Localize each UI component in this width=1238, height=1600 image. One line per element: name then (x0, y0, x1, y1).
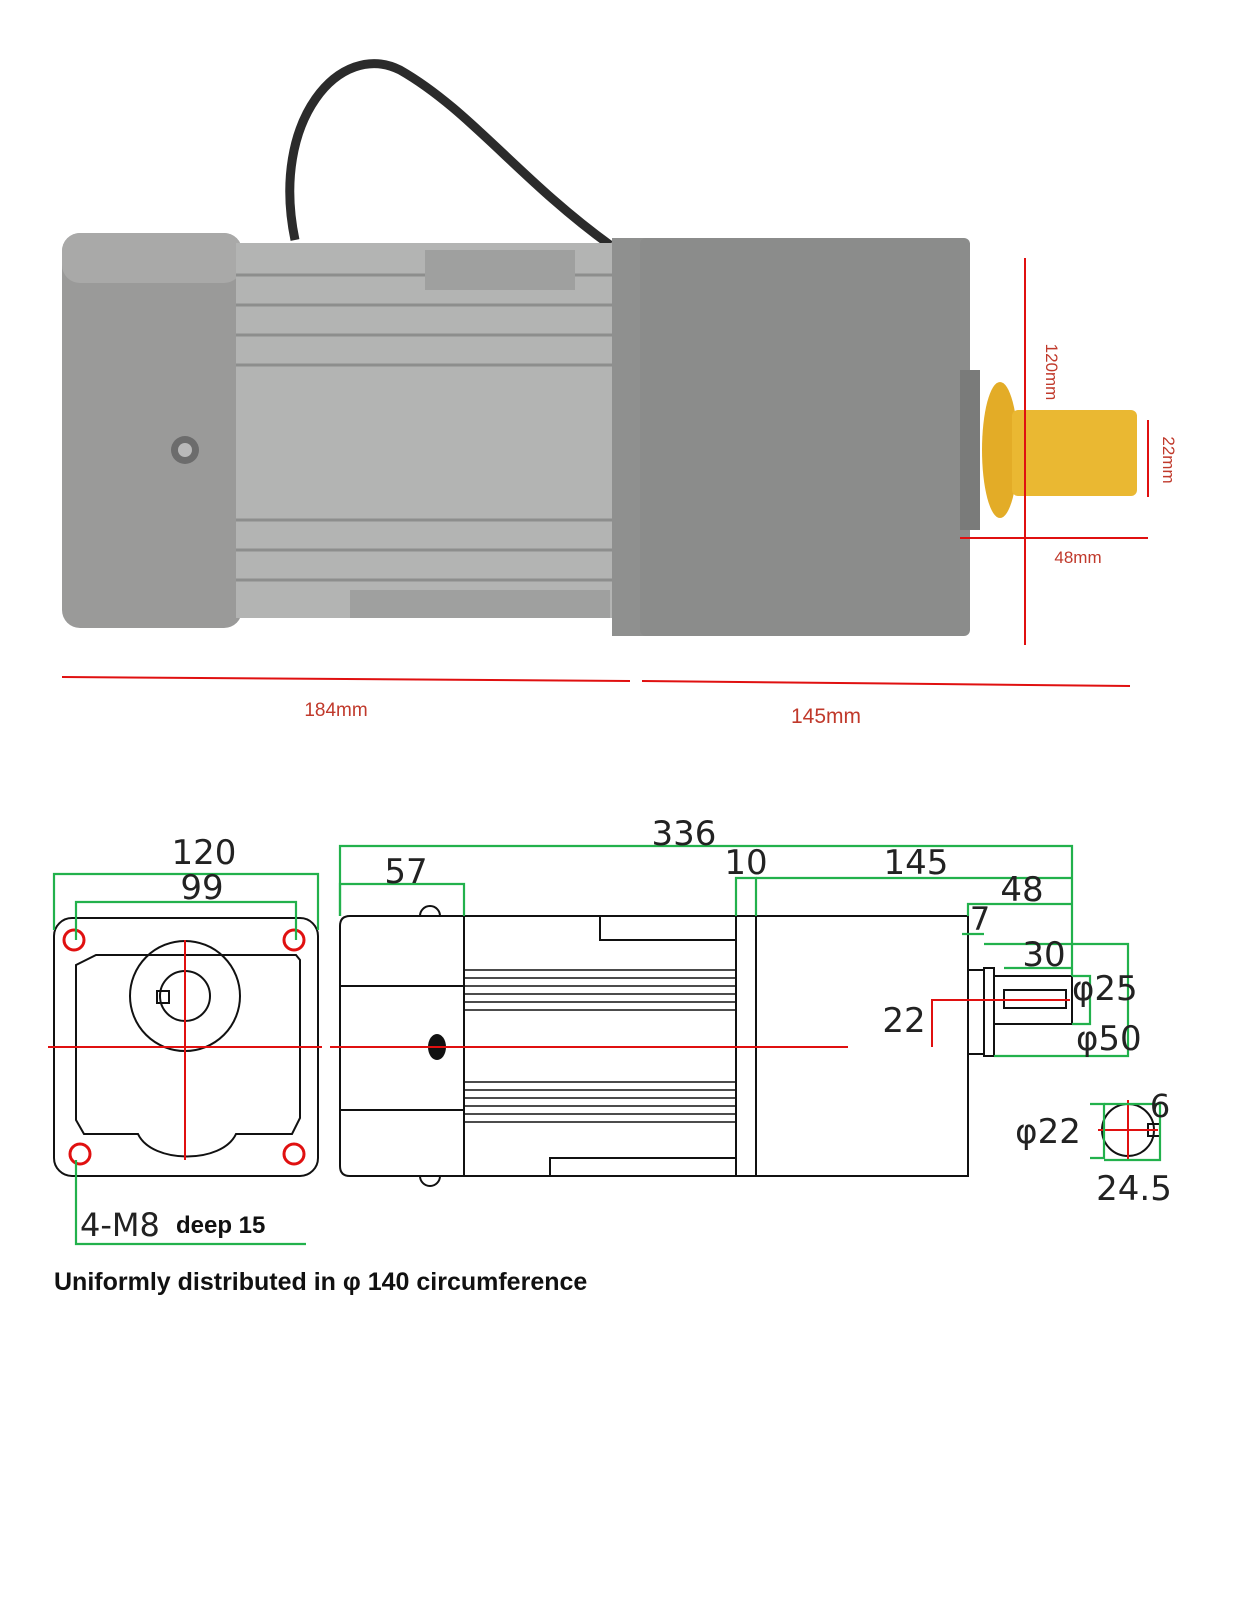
shaft-section: φ22 6 24.5 (1015, 1087, 1172, 1209)
motor-body-fins (236, 243, 626, 618)
dim-phi22: φ22 (1015, 1112, 1081, 1152)
front-view: 120 99 4-M8 deep 15 (48, 833, 322, 1246)
motor-end-cap (62, 233, 242, 628)
dim-24-5: 24.5 (1096, 1169, 1172, 1209)
dim-57: 57 (384, 852, 427, 892)
dim-7: 7 (970, 900, 990, 938)
dim-phi50: φ50 (1076, 1019, 1142, 1059)
output-shaft (1012, 410, 1137, 496)
dim-10: 10 (724, 843, 767, 883)
dim-phi25: φ25 (1072, 969, 1138, 1009)
dim-145: 145 (884, 843, 949, 883)
photo-dim-48: 48mm (1054, 548, 1101, 567)
dim-30: 30 (1022, 935, 1065, 975)
shaft-seal (982, 382, 1018, 518)
photo-dim-145: 145mm (791, 705, 861, 728)
photo-dim-184: 184mm (304, 700, 367, 721)
holes-label: 4-M8 (80, 1206, 160, 1244)
dim-6: 6 (1150, 1087, 1170, 1125)
dim-48: 48 (1000, 870, 1043, 910)
dim-22: 22 (882, 1001, 925, 1041)
side-view: 336 57 10 145 48 7 30 φ25 φ50 22 (330, 814, 1142, 1187)
holes-depth: deep 15 (176, 1212, 265, 1239)
gearbox-housing (640, 238, 970, 636)
mounting-holes (62, 928, 306, 1166)
dim-336: 336 (652, 814, 717, 854)
mounting-note: Uniformly distributed in φ 140 circumfer… (54, 1268, 587, 1296)
power-cable (285, 59, 613, 249)
photo-dim-22: 22mm (1159, 436, 1178, 483)
dim-120: 120 (172, 833, 237, 873)
photo-dim-120: 120mm (1042, 344, 1061, 401)
motor-photo: 184mm 145mm 48mm 120mm 22mm (61, 59, 1178, 728)
dim-99: 99 (180, 868, 223, 908)
